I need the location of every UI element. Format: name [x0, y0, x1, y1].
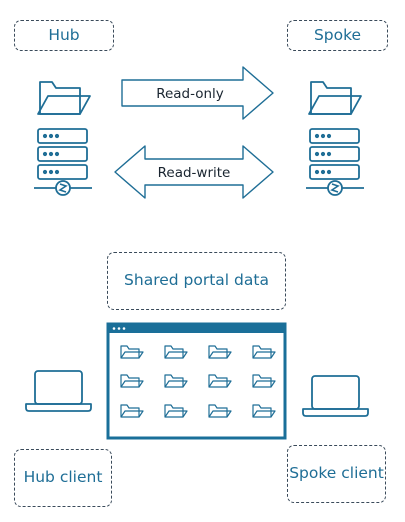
spoke-folder-icon	[308, 81, 362, 115]
hub-folder-icon	[37, 81, 91, 115]
portal-folder-icon	[252, 404, 276, 418]
spoke-client-label: Spoke client	[287, 445, 386, 503]
portal-folder-icon	[252, 374, 276, 388]
read-write-arrow: Read-write	[114, 145, 274, 199]
read-only-arrow: Read-only	[121, 66, 274, 120]
portal-window-icon	[106, 322, 287, 440]
hub-server-icon	[34, 128, 92, 196]
spoke-server-icon	[306, 128, 364, 196]
hub-label: Hub	[14, 20, 114, 51]
portal-folder-icon	[208, 374, 232, 388]
portal-folder-icon	[164, 374, 188, 388]
read-only-label: Read-only	[156, 86, 224, 102]
portal-folder-icon	[120, 345, 144, 359]
portal-folder-icon	[252, 345, 276, 359]
portal-folder-icon	[208, 345, 232, 359]
portal-folder-icon	[164, 404, 188, 418]
spoke-label: Spoke	[287, 20, 388, 51]
hub-client-label: Hub client	[14, 449, 112, 507]
hub-client-laptop-icon	[25, 370, 92, 412]
portal-folder-icon	[164, 345, 188, 359]
portal-folder-icon	[208, 404, 232, 418]
shared-portal-label: Shared portal data	[107, 252, 286, 310]
portal-folder-grid	[120, 345, 276, 418]
spoke-client-laptop-icon	[302, 375, 369, 417]
read-write-label: Read-write	[158, 165, 231, 181]
portal-folder-icon	[120, 404, 144, 418]
portal-folder-icon	[120, 374, 144, 388]
